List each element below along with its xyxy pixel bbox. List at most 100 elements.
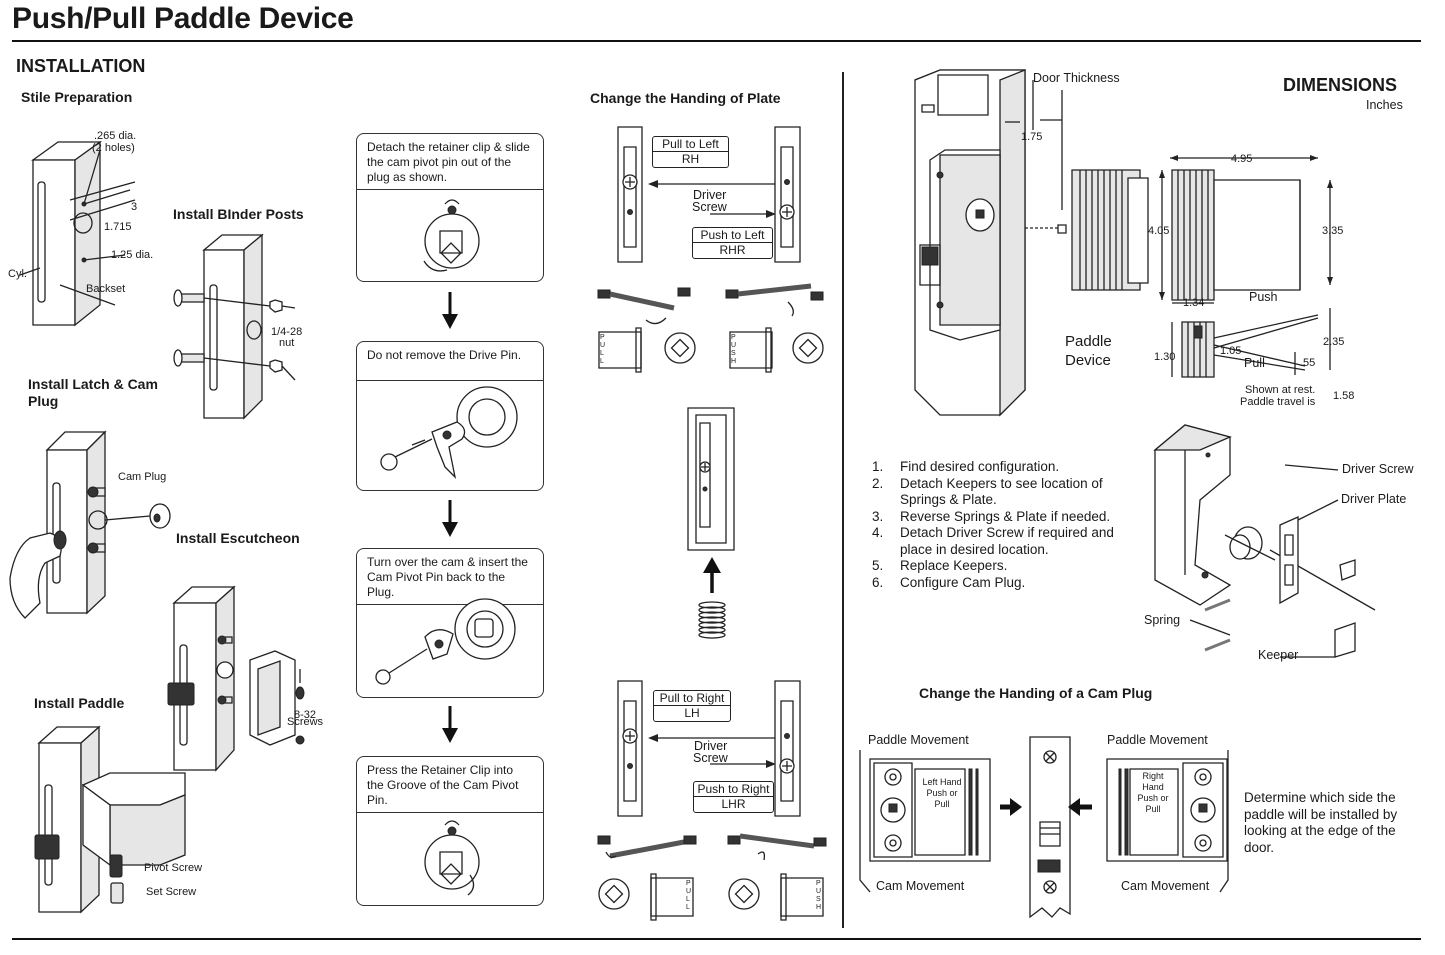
push-left-text: Push to Left — [700, 228, 765, 242]
retainer-clip-drawing — [412, 817, 492, 897]
pull-left-tag: Pull to Left RH — [652, 136, 729, 168]
latch-cam-drawing — [5, 428, 190, 618]
dim-235-label: 2.35 — [1323, 336, 1345, 348]
plate-spring-drawing — [680, 405, 745, 645]
cam-plug-handing-drawing — [860, 732, 1230, 927]
paddle-travel-label: Paddle travel is — [1240, 396, 1316, 408]
cyl-label: Cyl. — [8, 268, 27, 280]
page-title: Push/Pull Paddle Device — [12, 2, 354, 35]
handing-plate-lh-detail — [596, 830, 831, 920]
dim-3-label: 3 — [131, 201, 138, 213]
handing-plate-heading: Change the Handing of Plate — [590, 90, 781, 106]
stile-preparation-drawing — [0, 120, 175, 340]
paddle-heading: Install Paddle — [34, 695, 125, 711]
dia-125-label: 1.25 dia. — [111, 249, 154, 261]
rhr-text: RHR — [693, 242, 772, 257]
dim-175-label: 1.75 — [1021, 131, 1043, 143]
config-step: 3.Reverse Springs & Plate if needed. — [872, 508, 1111, 524]
dim-134-label: 1.34 — [1183, 297, 1205, 309]
keeper-label: Keeper — [1258, 648, 1299, 662]
config-step: 6.Configure Cam Plug. — [872, 574, 1026, 590]
push-dim-label: Push — [1249, 290, 1278, 304]
config-step: 2.Detach Keepers to see location of Spri… — [872, 475, 1103, 508]
pull-right-text: Pull to Right — [659, 691, 725, 705]
step-box-1: Detach the retainer clip & slide the cam… — [356, 133, 544, 282]
push-right-text: Push to Right — [697, 782, 770, 796]
spring-label: Spring — [1144, 613, 1181, 627]
dim-495-label: 4.95 — [1231, 153, 1253, 165]
pull-dim-label: Pull — [1244, 356, 1265, 370]
dim-1715-label: 1.715 — [104, 221, 132, 233]
screw-label-2: Screw — [693, 751, 728, 765]
push-vertical-label-1: PUSH — [731, 334, 737, 365]
down-arrow-1 — [442, 292, 458, 329]
config-step: 1.Find desired configuration. — [872, 459, 1060, 474]
pull-right-tag: Pull to Right LH — [653, 690, 731, 722]
rh-text: RH — [653, 151, 728, 166]
pull-left-text: Pull to Left — [662, 137, 719, 151]
cam-movement-left-label: Cam Movement — [876, 879, 965, 893]
cam-movement-right-label: Cam Movement — [1121, 879, 1210, 893]
stile-preparation-heading: Stile Preparation — [21, 89, 133, 105]
dim-335-label: 3.35 — [1322, 225, 1344, 237]
dim-158-label: 1.58 — [1333, 390, 1355, 402]
screws-size-label: 8-32 — [294, 709, 317, 721]
step-text-3: Turn over the cam & insert the Cam Pivot… — [357, 549, 543, 605]
push-vertical-label-2: PUSH — [816, 880, 822, 911]
paddle-movement-right-label: Paddle Movement — [1107, 733, 1208, 747]
pivot-screw-label: Pivot Screw — [144, 862, 203, 874]
two-holes-label: (2 holes) — [92, 142, 135, 154]
step-box-2: Do not remove the Drive Pin. — [356, 341, 544, 491]
pull-vertical-label-2: PULL — [686, 880, 692, 911]
driver-screw-label: Driver Screw — [1342, 462, 1414, 476]
installation-heading: INSTALLATION — [16, 56, 146, 76]
set-screw-label: Set Screw — [146, 886, 197, 898]
exploded-view-drawing — [1130, 425, 1380, 670]
dia-265-label: .265 dia. — [94, 130, 137, 142]
cam-plug-retainer-drawing — [412, 196, 492, 276]
dim-105-label: 1.05 — [1220, 345, 1242, 357]
binder-posts-drawing — [170, 230, 310, 425]
dim-405-label: 4.05 — [1148, 225, 1170, 237]
config-step: 5.Replace Keepers. — [872, 558, 1008, 573]
lhr-text: LHR — [694, 796, 773, 811]
step-box-3: Turn over the cam & insert the Cam Pivot… — [356, 548, 544, 698]
step-text-1: Detach the retainer clip & slide the cam… — [357, 134, 543, 190]
nut-label: nut — [279, 337, 295, 349]
escutcheon-drawing — [150, 585, 330, 775]
down-arrow-3 — [442, 706, 458, 743]
footer-rule — [12, 938, 1421, 940]
nut-size-label: 1/4-28 — [271, 326, 303, 338]
screws-label: Screws — [287, 716, 324, 728]
step-box-4: Press the Retainer Clip into the Groove … — [356, 756, 544, 906]
binder-posts-heading: Install BInder Posts — [173, 206, 304, 222]
pull-vertical-label-1: PULL — [600, 334, 606, 365]
drive-pin-drawing — [377, 387, 527, 487]
paddle-movement-left-label: Paddle Movement — [868, 733, 969, 747]
driver-plate-label: Driver Plate — [1341, 492, 1407, 506]
step-text-4: Press the Retainer Clip into the Groove … — [357, 757, 543, 813]
units-label: Inches — [1366, 98, 1403, 112]
config-steps-list: 1.Find desired configuration. 2.Detach K… — [872, 459, 1132, 591]
cam-plug-note: Determine which side the paddle will be … — [1244, 790, 1398, 855]
lh-text: LH — [654, 705, 730, 720]
header-rule — [12, 40, 1421, 42]
left-hand-note: Left Hand Push or Pull — [922, 777, 962, 809]
paddle-device-label-1: Paddle — [1065, 333, 1112, 350]
handing-plate-rh-detail — [596, 282, 831, 372]
escutcheon-heading: Install Escutcheon — [176, 530, 300, 546]
cam-plug-label: Cam Plug — [118, 471, 167, 483]
right-hand-note: Right Hand Push or Pull — [1137, 771, 1169, 814]
section-divider — [842, 72, 844, 928]
latch-cam-heading-1: Install Latch & Cam — [28, 376, 158, 392]
paddle-drawing — [25, 725, 195, 915]
cam-plug-heading: Change the Handing of a Cam Plug — [919, 685, 1153, 701]
driver-label-2: Driver — [694, 739, 728, 753]
paddle-device-label-2: Device — [1065, 352, 1111, 369]
door-thickness-label: Door Thickness — [1033, 71, 1120, 85]
dimensions-heading: DIMENSIONS — [1283, 75, 1398, 95]
down-arrow-2 — [442, 500, 458, 537]
config-step: 4.Detach Driver Screw if required and pl… — [872, 525, 1114, 557]
push-right-tag: Push to Right LHR — [693, 781, 774, 813]
screw-label-1: Screw — [692, 200, 727, 214]
